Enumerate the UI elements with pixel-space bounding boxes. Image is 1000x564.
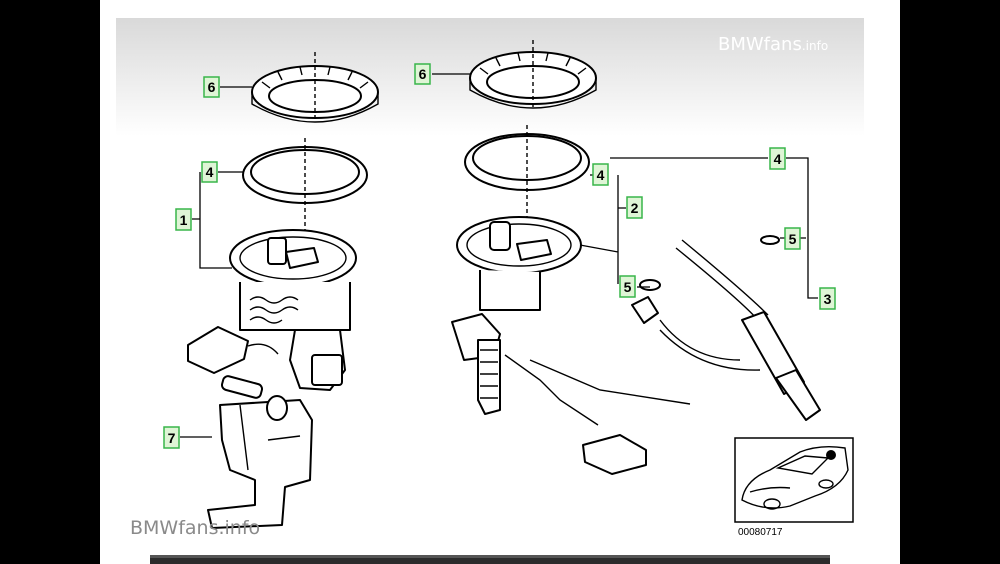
gasket-left bbox=[242, 138, 368, 230]
svg-text:6: 6 bbox=[419, 66, 427, 82]
callout-1-left[interactable]: 1 bbox=[175, 208, 192, 231]
callout-5-mid[interactable]: 5 bbox=[619, 275, 636, 298]
callout-7-left[interactable]: 7 bbox=[163, 426, 180, 449]
ring-nut-left bbox=[251, 52, 379, 123]
fuel-line-right bbox=[631, 239, 821, 421]
leader-1-left bbox=[192, 172, 232, 269]
gasket-right bbox=[464, 125, 590, 220]
svg-text:4: 4 bbox=[597, 167, 605, 183]
car-location-inset bbox=[734, 437, 854, 523]
leader-4-right bbox=[610, 157, 818, 299]
swirl-pot bbox=[207, 375, 313, 529]
watermark-top: BMWfans.info bbox=[718, 34, 828, 55]
svg-text:7: 7 bbox=[168, 430, 176, 446]
callout-4-mid[interactable]: 4 bbox=[592, 163, 609, 186]
svg-text:5: 5 bbox=[789, 231, 797, 247]
leader-2-mid bbox=[579, 175, 626, 284]
ring-nut-right bbox=[469, 40, 597, 109]
svg-text:6: 6 bbox=[208, 79, 216, 95]
o-ring-right bbox=[760, 235, 780, 245]
fuel-tank-location-marker bbox=[826, 450, 836, 460]
svg-text:4: 4 bbox=[206, 164, 214, 180]
watermark-bottom: BMWfans.info bbox=[130, 517, 260, 539]
callout-6-right[interactable]: 6 bbox=[414, 63, 431, 85]
svg-text:4: 4 bbox=[774, 151, 782, 167]
svg-text:1: 1 bbox=[180, 212, 188, 228]
svg-text:5: 5 bbox=[624, 279, 632, 295]
diagram-code: 00080717 bbox=[738, 527, 783, 538]
callout-4-right[interactable]: 4 bbox=[769, 147, 786, 170]
svg-text:2: 2 bbox=[631, 200, 639, 216]
bottom-strip bbox=[150, 555, 830, 564]
fuel-pump-unit-left bbox=[187, 229, 357, 391]
callout-3-right[interactable]: 3 bbox=[819, 287, 836, 310]
callout-6-left[interactable]: 6 bbox=[203, 76, 220, 98]
level-sensor-right bbox=[451, 216, 691, 475]
callout-2-mid[interactable]: 2 bbox=[626, 196, 643, 219]
svg-text:3: 3 bbox=[824, 291, 832, 307]
callout-5-right[interactable]: 5 bbox=[784, 227, 801, 250]
callout-4-left[interactable]: 4 bbox=[201, 161, 218, 183]
